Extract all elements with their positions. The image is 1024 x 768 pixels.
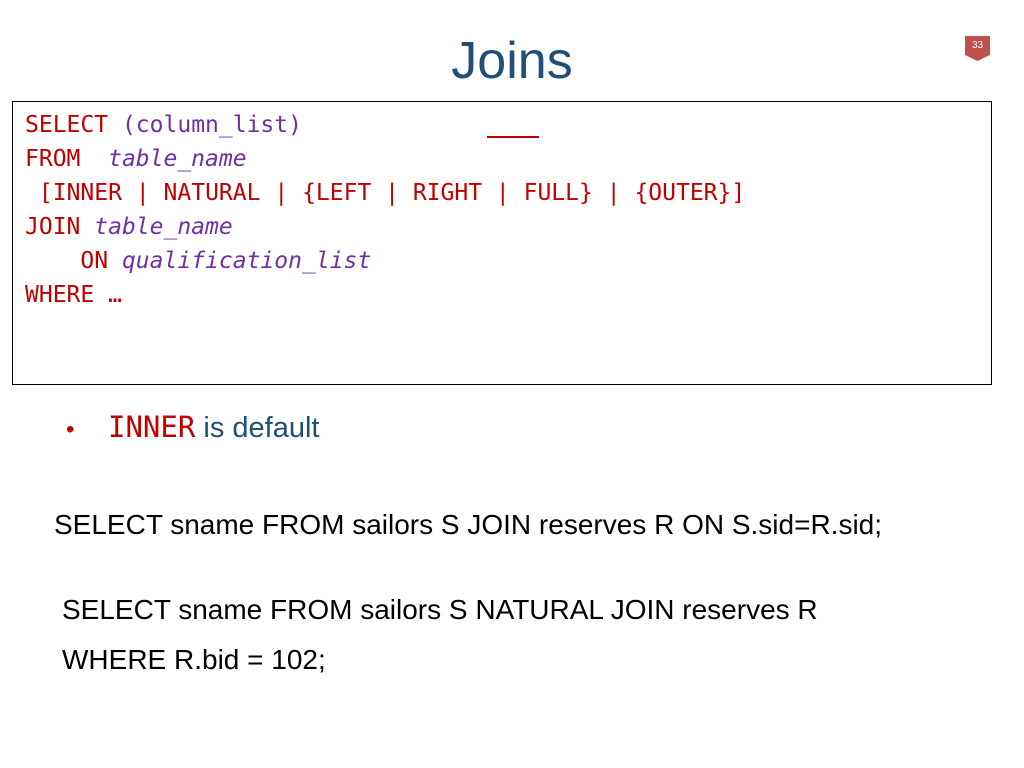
column-list: (column_list) xyxy=(121,112,302,138)
syntax-line-select: SELECT (column_list) xyxy=(25,110,302,140)
keyword-join: JOIN xyxy=(25,214,81,240)
keyword-outer-types: {LEFT | RIGHT | FULL} xyxy=(302,180,593,206)
syntax-line-join: JOIN table_name xyxy=(25,212,233,242)
qualification-list-placeholder: qualification_list xyxy=(121,248,372,274)
slide-title: Joins xyxy=(451,32,573,90)
syntax-line-on: ON qualification_list xyxy=(25,246,371,276)
keyword-inner: INNER xyxy=(52,180,122,206)
keyword-where: WHERE xyxy=(25,282,95,308)
page-number-badge: 33 xyxy=(965,36,990,61)
keyword-outer: {OUTER}] xyxy=(634,180,746,206)
syntax-line-join-types: [INNER | NATURAL | {LEFT | RIGHT | FULL}… xyxy=(38,180,746,206)
keyword-select: SELECT xyxy=(25,112,109,138)
page-number: 33 xyxy=(971,40,984,51)
syntax-line-where: WHERE … xyxy=(25,280,122,310)
keyword-natural: NATURAL xyxy=(163,180,261,206)
ellipsis: … xyxy=(108,282,122,308)
table-name-placeholder: table_name xyxy=(108,146,247,172)
bullet-inner-default: • INNER is default xyxy=(66,408,319,449)
bullet-text: is default xyxy=(203,412,320,444)
bullet-keyword: INNER xyxy=(108,410,196,444)
example-query-natural-join-line1: SELECT sname FROM sailors S NATURAL JOIN… xyxy=(62,594,818,625)
underline-mark xyxy=(487,136,539,138)
join-syntax-box: SELECT (column_list) FROM table_name [IN… xyxy=(12,101,992,385)
page-badge-shape xyxy=(965,36,990,61)
syntax-line-from: FROM table_name xyxy=(25,144,247,174)
keyword-on: ON xyxy=(80,248,109,274)
bullet-dot: • xyxy=(66,416,75,443)
table-name-placeholder-2: table_name xyxy=(94,214,233,240)
example-query-join: SELECT sname FROM sailors S JOIN reserve… xyxy=(54,509,883,540)
keyword-from: FROM xyxy=(25,146,81,172)
example-query-natural-join-line2: WHERE R.bid = 102; xyxy=(62,644,326,675)
